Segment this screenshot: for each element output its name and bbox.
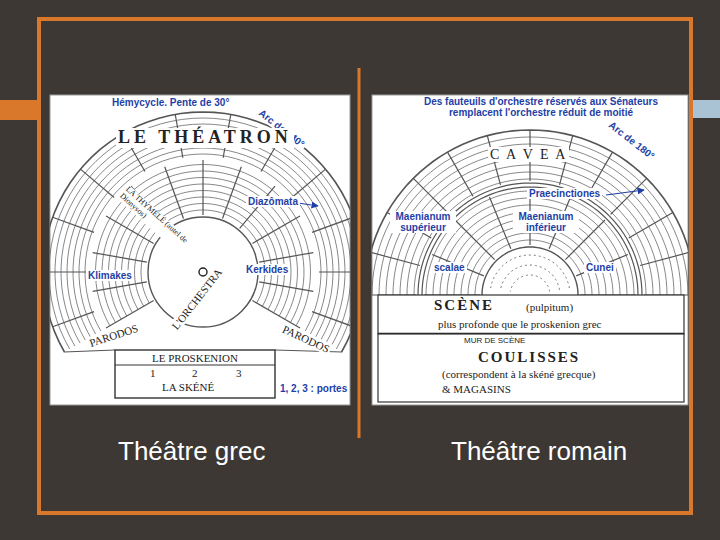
- seat-row: [372, 137, 688, 295]
- aisle-line: [640, 252, 688, 265]
- stage-pulpitum: [378, 295, 684, 334]
- aisle-line: [413, 178, 449, 214]
- backstage-area: [378, 334, 684, 402]
- aisle-line: [259, 253, 313, 263]
- aisle-line: [240, 186, 275, 228]
- roman-panel: [372, 95, 688, 405]
- part-name: SCÈNE: [432, 297, 496, 314]
- aisle-line: [252, 301, 300, 329]
- note-text: & MAGASINS: [440, 383, 513, 395]
- note-text: (correspondent à la skéné grecque): [440, 368, 597, 380]
- greek-theatre-plan: [50, 112, 350, 398]
- parodos-wall: [275, 350, 342, 352]
- senator-seats: [500, 265, 559, 290]
- aisle-line: [372, 252, 420, 265]
- part-name: LA SKÉNÉ: [160, 381, 216, 393]
- heading-note: Hémycycle. Pente de 30°: [110, 97, 231, 108]
- part-name: MUR DE SCÈNE: [462, 337, 527, 346]
- aisle-line: [259, 282, 313, 292]
- seat-row: [85, 154, 321, 331]
- aisle-line: [576, 254, 628, 275]
- aisle-line: [93, 282, 147, 292]
- legend-note: 1, 2, 3 : portes: [278, 383, 349, 394]
- door-number: 3: [234, 367, 244, 379]
- orchestra-semicircle: [482, 247, 578, 295]
- divider-line: [358, 68, 361, 438]
- aisle-line: [629, 213, 673, 239]
- part-name: LE THÉATRON: [116, 128, 294, 148]
- aisle-line: [448, 152, 474, 196]
- aisle-line: [455, 220, 495, 260]
- aisle-line: [319, 271, 350, 272]
- aisle-line: [50, 271, 87, 272]
- part-name: LE PROSKENION: [150, 352, 240, 364]
- part-name: Maenianum inférieur: [513, 211, 579, 233]
- aisle-line: [312, 217, 350, 232]
- aisle-line: [489, 197, 510, 249]
- door-number: 2: [190, 367, 200, 379]
- greek-panel: [50, 95, 350, 405]
- part-name: Klimakes: [86, 270, 134, 281]
- frame-border: [39, 19, 691, 513]
- aisle-line: [312, 312, 350, 327]
- part-name: Praecinctiones: [527, 188, 602, 199]
- seat-row: [433, 198, 627, 295]
- roman-theatre-plan: [372, 130, 688, 402]
- praecinctio: [422, 187, 638, 295]
- aisle-line: [222, 167, 241, 219]
- part-name: Maenianum supérieur: [390, 211, 456, 233]
- leader-arrow: [298, 203, 318, 206]
- heading-note: Des fauteuils d'orchestre réservés aux S…: [398, 96, 684, 118]
- seat-row: [407, 172, 653, 295]
- aisle-line: [202, 160, 203, 215]
- senator-seats: [510, 275, 549, 292]
- aisle-line: [611, 178, 647, 214]
- seat-row: [475, 240, 585, 295]
- part-name: Kerkides: [244, 264, 290, 275]
- panel-caption: Théâtre grec: [118, 437, 265, 466]
- seat-row: [50, 118, 350, 349]
- outer-wall: [50, 112, 350, 352]
- door-number: 1: [148, 367, 158, 379]
- side-bar: [692, 100, 720, 118]
- proskenion-line: [115, 365, 275, 366]
- part-name: COULISSES: [476, 349, 582, 366]
- part-name: Cunei: [584, 262, 616, 273]
- aisle-line: [53, 217, 94, 232]
- aisle-line: [53, 312, 94, 327]
- skene-building: [115, 350, 275, 398]
- aisle-line: [432, 254, 484, 275]
- seat-row: [440, 205, 620, 295]
- parodos-wall: [64, 350, 115, 352]
- seat-row: [414, 179, 646, 295]
- side-bar: [0, 100, 40, 120]
- aisle-line: [292, 169, 326, 197]
- leader-arrow: [606, 190, 644, 195]
- aisle-line: [93, 253, 147, 263]
- part-name: Diazômata: [246, 196, 300, 207]
- note-text: plus profonde que le proskenion grec: [436, 318, 603, 330]
- aisle-line: [165, 167, 184, 219]
- seat-row: [79, 148, 327, 334]
- senator-seats: [491, 255, 570, 288]
- part-name: scalae: [432, 262, 467, 273]
- aisle-line: [252, 216, 300, 244]
- seat-row: [447, 212, 613, 295]
- panel-caption: Théâtre romain: [451, 437, 627, 466]
- thymele-altar: [199, 268, 207, 276]
- part-name: C A V E A: [488, 147, 569, 162]
- aisle-line: [80, 169, 114, 197]
- part-name: (pulpitum): [524, 301, 575, 313]
